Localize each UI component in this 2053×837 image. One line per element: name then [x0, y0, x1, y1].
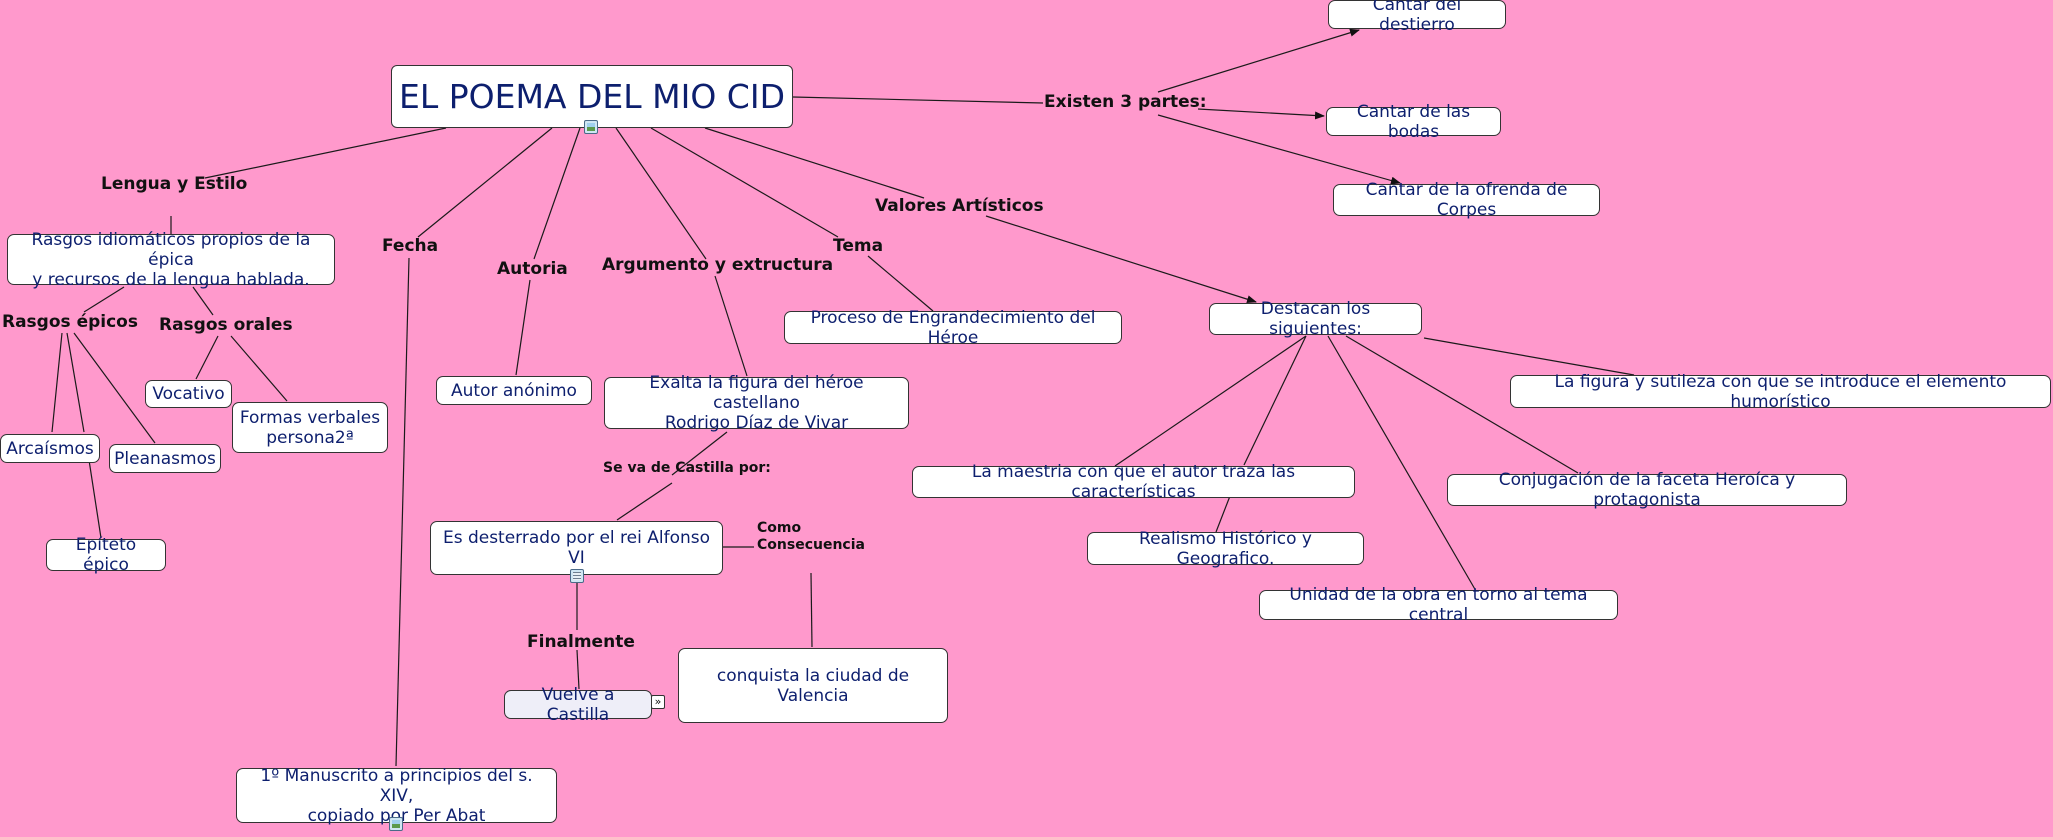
link-title-fecha: [417, 127, 553, 238]
node-epiteto[interactable]: Epíteto épico: [46, 535, 166, 575]
link-finalmente-vuelve: [576, 649, 580, 690]
link-valores-destacan: [985, 215, 1257, 304]
link-title-lengua: [204, 127, 447, 179]
phrase-rasgos-epicos: Rasgos épicos: [2, 312, 138, 332]
node-unidad[interactable]: Unidad de la obra en torno al tema centr…: [1259, 585, 1618, 625]
link-argumento-exalta: [714, 275, 748, 377]
link-exalta-seva: [671, 431, 728, 476]
node-exalta[interactable]: Exalta la figura del héroe castellano Ro…: [604, 373, 909, 433]
node-figura-sutileza[interactable]: La figura y sutileza con que se introduc…: [1510, 372, 2051, 412]
link-destacan-conjugacion: [1345, 335, 1579, 474]
image-attachment-icon-2[interactable]: [389, 817, 403, 831]
phrase-existen: Existen 3 partes:: [1044, 92, 1207, 112]
node-realismo[interactable]: Realismo Histórico y Geografico.: [1087, 529, 1364, 569]
link-title-autoria: [533, 127, 581, 260]
node-autor-anonimo[interactable]: Autor anónimo: [436, 376, 592, 405]
node-rasgos-idiomaticos[interactable]: Rasgos idiomáticos propios de la épica y…: [7, 230, 335, 290]
node-maestria[interactable]: La maestria con que el autor traza las c…: [912, 462, 1355, 502]
link-orales-formas: [230, 335, 288, 402]
link-seva-desterrado: [616, 482, 673, 521]
link-title-existen: [792, 96, 1044, 104]
link-existen-corpes: [1157, 114, 1401, 185]
node-cantar-destierro[interactable]: Cantar del destierro: [1328, 0, 1506, 35]
node-conquista[interactable]: conquista la ciudad de Valencia: [678, 648, 948, 723]
link-destacan-figura: [1423, 337, 1635, 376]
node-cantar-corpes[interactable]: Cantar de la ofrenda de Corpes: [1333, 180, 1600, 220]
phrase-fecha: Fecha: [382, 236, 439, 256]
phrase-lengua-estilo: Lengua y Estilo: [101, 174, 248, 194]
phrase-autoria: Autoria: [497, 259, 568, 279]
phrase-argumento: Argumento y extructura: [602, 255, 834, 275]
node-proceso[interactable]: Proceso de Engrandecimiento del Héroe: [784, 308, 1122, 348]
node-arcaismos[interactable]: Arcaísmos: [0, 434, 100, 463]
link-existen-bodas: [1197, 108, 1325, 120]
link-destacan-realismo: [1243, 335, 1307, 466]
node-vuelve[interactable]: Vuelve a Castilla: [504, 685, 652, 725]
link-epicos-arcaismos: [51, 332, 63, 433]
link-destacan-unidad: [1327, 335, 1477, 592]
link-rasgos-epicos: [83, 286, 125, 313]
link-epicos-arcaismos-2: [66, 332, 85, 433]
phrase-rasgos-orales: Rasgos orales: [159, 315, 293, 335]
link-autoria-anonimo: [515, 279, 531, 376]
link-title-valores: [704, 127, 925, 199]
node-manuscrito[interactable]: 1º Manuscrito a principios del s. XIV, c…: [236, 766, 557, 826]
node-desterrado[interactable]: Es desterrado por el rei Alfonso VI: [430, 521, 723, 575]
link-fecha-manuscrito: [395, 257, 410, 767]
link-destacan-maestria: [1114, 335, 1307, 467]
phrase-se-va: Se va de Castilla por:: [603, 460, 771, 476]
expand-arrows-icon[interactable]: »: [651, 695, 665, 709]
link-title-argumento: [615, 127, 707, 260]
link-existen-destierro: [1157, 28, 1360, 93]
root-title-node[interactable]: EL POEMA DEL MIO CID: [391, 65, 793, 128]
link-tema-proceso: [867, 255, 934, 312]
node-vocativo[interactable]: Vocativo: [145, 380, 232, 408]
phrase-tema: Tema: [833, 236, 884, 256]
phrase-finalmente: Finalmente: [527, 632, 635, 652]
node-cantar-bodas[interactable]: Cantar de las bodas: [1326, 102, 1501, 142]
phrase-como-consecuencia: Como Consecuencia: [757, 520, 865, 553]
node-pleanasmos[interactable]: Pleanasmos: [109, 444, 221, 473]
link-maestria-realismo: [1215, 495, 1231, 533]
note-attachment-icon[interactable]: [570, 569, 584, 583]
phrase-valores: Valores Artísticos: [875, 196, 1044, 216]
link-title-tema: [650, 127, 839, 238]
node-destacan[interactable]: Destacan los siguientes:: [1209, 299, 1422, 339]
link-orales-vocativo: [195, 335, 219, 380]
node-formas-verbales[interactable]: Formas verbales persona2ª: [232, 402, 388, 453]
link-rasgos-orales: [192, 286, 214, 316]
link-epicos-pleanasmos: [73, 332, 156, 444]
link-consecuencia-conquista: [810, 572, 813, 648]
link-epicos-epiteto: [88, 459, 102, 539]
node-conjugacion[interactable]: Conjugación de la faceta Heroíca y prota…: [1447, 470, 1847, 510]
image-attachment-icon[interactable]: [584, 120, 598, 134]
